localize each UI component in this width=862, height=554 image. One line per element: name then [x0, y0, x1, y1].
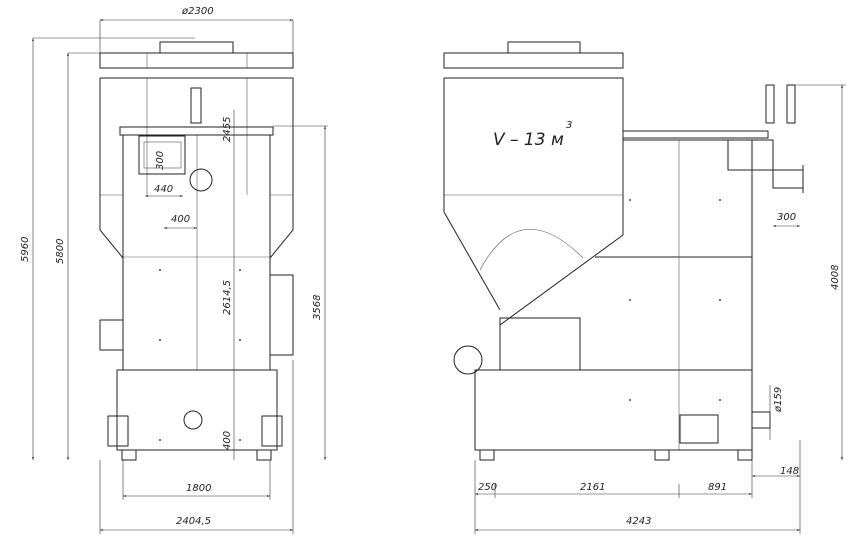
safety-valve [190, 87, 202, 124]
volume-exponent: 3 [566, 120, 572, 131]
butterfly-valve [189, 168, 213, 192]
top-hatch [507, 41, 581, 54]
dim-total-height: 5960 [20, 237, 31, 262]
side-box [269, 274, 294, 356]
collector-box [727, 139, 774, 171]
dim-body-height: 2614,5 [222, 280, 233, 315]
hopper [99, 77, 294, 259]
dim-left-offset: 250 [478, 482, 497, 493]
boiler-base [116, 369, 278, 451]
dim-outlet-height: 3568 [312, 295, 323, 320]
dim-hatch-height: 300 [155, 151, 166, 170]
top-hatch [159, 41, 234, 54]
safety-valve-2 [786, 84, 796, 124]
volume-label: V – 13 м [493, 130, 564, 150]
dim-base-width: 1800 [186, 483, 211, 494]
boiler-body [595, 139, 753, 370]
dim-valve-height: 4008 [830, 265, 841, 290]
dim-pipe-offset: 148 [780, 466, 799, 477]
ash-door [679, 414, 719, 444]
dim-bottom-flange-height: 400 [222, 431, 233, 450]
safety-valve-1 [765, 84, 775, 124]
inspection-hatch [138, 135, 186, 175]
dim-hopper-height: 5800 [55, 239, 66, 264]
dim-right-offset: 891 [708, 482, 727, 493]
dim-top-diameter: ø2300 [181, 6, 214, 17]
header-pipe [622, 130, 769, 139]
side-view: V – 13 м 3 4008 300 ø159 148 250 2161 89… [443, 41, 846, 534]
bottom-flange [183, 410, 203, 430]
dim-body-length: 2161 [580, 482, 605, 493]
dim-flange-offset: 300 [777, 212, 796, 223]
hopper [443, 77, 624, 326]
header-pipe [119, 126, 274, 136]
hopper-lid [443, 52, 624, 69]
dim-overall-width: 2404,5 [176, 516, 211, 527]
fan [453, 345, 483, 375]
dim-pipe-height: 2455 [222, 117, 233, 142]
burner-unit [499, 317, 581, 371]
dim-overall-length: 4243 [626, 516, 651, 527]
dim-hatch-width: 440 [154, 184, 173, 195]
dim-hatch-offset: 400 [171, 214, 190, 225]
boiler-base [474, 369, 753, 451]
return-pipe [751, 411, 771, 429]
dim-pipe-diameter: ø159 [773, 387, 784, 413]
front-view: ø2300 5960 5800 3568 2455 2614,5 400 300… [20, 6, 328, 534]
hopper-lid [99, 52, 294, 69]
